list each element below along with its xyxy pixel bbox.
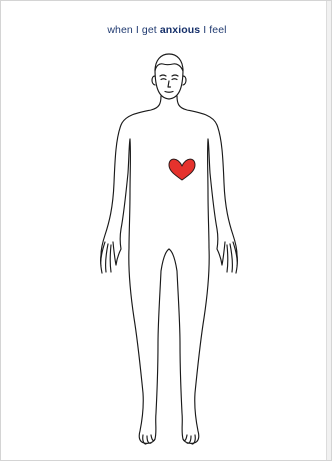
nose [168, 81, 171, 87]
left-eye [161, 79, 166, 80]
scrollbar[interactable] [326, 1, 331, 460]
left-side-outline [101, 96, 169, 443]
left-eyebrow [160, 75, 166, 76]
prompt-emotion-word: anxious [160, 24, 200, 36]
hair-outline [155, 54, 183, 71]
mouth [165, 92, 173, 93]
prompt-text-after: I feel [200, 24, 226, 36]
right-ear [183, 76, 186, 85]
prompt-text-before: when I get [107, 24, 159, 36]
right-eye [172, 79, 177, 80]
right-side-outline [169, 96, 237, 443]
right-eyebrow [172, 75, 178, 76]
heart-icon[interactable] [169, 159, 195, 180]
feeling-prompt: when I get anxious I feel [1, 24, 332, 36]
human-body-outline-icon[interactable] [89, 43, 249, 453]
left-ear [152, 76, 155, 85]
